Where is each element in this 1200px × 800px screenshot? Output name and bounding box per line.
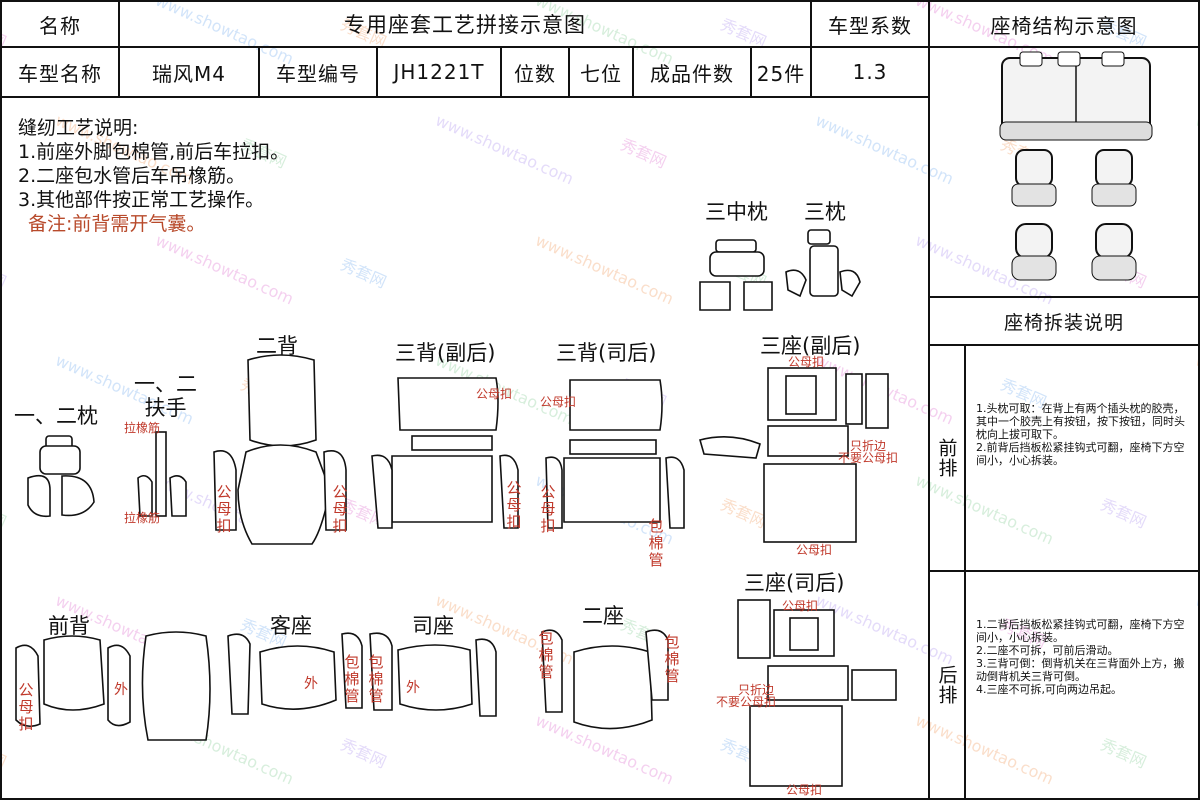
tag-nosnap-seat3d: 不要公母扣 [716, 695, 777, 709]
front-seat-rear-left-icon [1011, 223, 1057, 281]
driver-seat-pieces [397, 638, 497, 717]
tag-pull-elastic-bottom: 拉橡筋 [124, 511, 161, 525]
back-3-driver-pieces [545, 379, 685, 529]
structure-title-cell: 座椅结构示意图 [928, 0, 1200, 48]
tag-outer-driver: 外 [406, 680, 420, 696]
coef-label-cell: 车型系数 [810, 0, 930, 48]
model-label: 车型名称 [18, 61, 102, 86]
front-instruction-2: 2.前背后挡板松紧挂钩式可翻，座椅下方空间小，小心拆装。 [976, 441, 1185, 467]
label-headrest-3-mid: 三中枕 [705, 200, 768, 224]
tag-wrap-cotton-seat2-right: 包棉管 [664, 633, 680, 685]
tag-snap-seat3d-top: 公母扣 [782, 599, 819, 613]
tag-wrap-cotton-seat2-left: 包棉管 [538, 629, 554, 681]
rear-instruction-3: 3.三背可倒：倒背机关在三背面外上方，搬动倒背机关三背可倒。 [976, 657, 1185, 683]
disassembly-title-cell: 座椅拆装说明 [928, 296, 1200, 346]
pieces-value-cell: 25件 [750, 46, 812, 98]
tag-wrap-cotton-back3d: 包棉管 [648, 517, 664, 569]
tag-wrap-cotton-passenger-2: 包棉管 [368, 653, 384, 705]
front-row-label-cell: 前排 [928, 344, 966, 572]
label-seat-2: 二座 [582, 604, 624, 628]
label-back-3-driver: 三背(司后) [556, 341, 657, 365]
headrest-3-mid-pieces [699, 239, 773, 311]
seats-value: 七位 [580, 61, 622, 86]
front-back-pieces [15, 631, 211, 741]
pieces-label: 成品件数 [650, 61, 734, 86]
tag-snap-back2-left: 公母扣 [216, 483, 232, 535]
front-row-label: 前排 [935, 438, 958, 478]
rear-row-label-cell: 后排 [928, 570, 966, 800]
headrest-12-pieces [27, 435, 95, 518]
seat-3-driver-pieces [737, 599, 897, 787]
rear-row-text-cell [964, 570, 1200, 800]
label-back-2: 二背 [256, 334, 298, 358]
rear-row-instructions: 1.二背后挡板松紧挂钩式可翻，座椅下方空间小，小心拆装。 2.二座不可拆，可前后… [976, 618, 1188, 696]
note-remark: 备注:前背需开气囊。 [28, 213, 206, 235]
front-seat-rear-right-icon [1091, 223, 1137, 281]
coef-label: 车型系数 [828, 13, 912, 38]
note-line-1: 1.前座外脚包棉管,前后车拉扣。 [18, 141, 290, 163]
model-value: 瑞风M4 [152, 61, 226, 86]
passenger-seat-pieces [227, 632, 393, 715]
tag-pull-elastic-top: 拉橡筋 [124, 421, 161, 435]
tag-snap-seat3p-bottom: 公母扣 [796, 543, 833, 557]
label-passenger-seat: 客座 [270, 614, 312, 638]
label-headrest-12: 一、二枕 [14, 404, 98, 428]
seat-3-passenger-pieces [699, 367, 889, 543]
tag-snap-seat3d-bottom: 公母扣 [786, 783, 823, 797]
tag-snap-back3d-side: 公母扣 [540, 483, 556, 535]
pattern-pieces [15, 229, 897, 787]
label-driver-seat: 司座 [412, 614, 454, 638]
tag-fold-seat3d: 只折边 [738, 683, 775, 697]
tag-snap-back3p: 公母扣 [476, 387, 513, 401]
note-line-2: 2.二座包水管后车吊橡筋。 [18, 165, 246, 187]
seat-structure-diagram [999, 51, 1153, 281]
tag-snap-back3d: 公母扣 [540, 395, 577, 409]
disassembly-title: 座椅拆装说明 [1003, 311, 1124, 334]
page-title: 专用座套工艺拼接示意图 [344, 13, 586, 37]
label-seat-3-driver: 三座(司后) [744, 571, 845, 595]
note-line-3: 3.其他部件按正常工艺操作。 [18, 189, 265, 211]
front-seat-right-icon [1091, 149, 1137, 207]
front-row-instructions: 1.头枕可取：在背上有两个插头枕的胶壳，其中一个胶壳上有按钮，按下按钮，同时头枕… [976, 402, 1188, 467]
back-2-pieces [213, 354, 347, 545]
label-front-back: 前背 [48, 614, 90, 638]
pieces-value: 25件 [756, 61, 806, 86]
structure-title: 座椅结构示意图 [990, 13, 1138, 38]
tag-fold-seat3p: 只折边 [850, 439, 887, 453]
armrest-pieces [137, 431, 187, 517]
code-value: JH1221T [393, 60, 485, 84]
front-instruction-1: 1.头枕可取：在背上有两个插头枕的胶壳，其中一个胶壳上有按钮，按下按钮，同时头枕… [976, 402, 1185, 441]
tag-snap-seat3p-top: 公母扣 [788, 355, 825, 369]
tag-wrap-cotton-passenger-1: 包棉管 [344, 653, 360, 705]
headrest-3-pieces [785, 229, 861, 298]
tag-snap-back2-right: 公母扣 [332, 483, 348, 535]
front-seat-left-icon [1011, 149, 1057, 207]
tag-outer-frontback: 外 [114, 682, 128, 698]
tag-snap-back3p-side: 公母扣 [506, 479, 522, 531]
label-armrest-12: 一、二 扶手 [134, 372, 197, 420]
sewing-notes: 缝纫工艺说明: 1.前座外脚包棉管,前后车拉扣。 2.二座包水管后车吊橡筋。 3… [18, 116, 289, 236]
rear-instruction-1: 1.二背后挡板松紧挂钩式可翻，座椅下方空间小，小心拆装。 [976, 618, 1185, 644]
code-label-cell: 车型编号 [258, 46, 378, 98]
tag-nosnap-seat3p: 不要公母扣 [838, 451, 899, 465]
tag-outer-passenger: 外 [304, 676, 318, 692]
tag-snap-frontback: 公母扣 [18, 681, 34, 733]
seat-2-pieces [541, 629, 669, 730]
coef-value: 1.3 [852, 60, 888, 84]
rear-instruction-4: 4.三座不可拆,可向两边吊起。 [976, 683, 1122, 696]
label-seat-3-passenger: 三座(副后) [760, 334, 861, 358]
name-label: 名称 [39, 13, 81, 38]
seats-label: 位数 [514, 61, 556, 86]
notes-title: 缝纫工艺说明: [18, 117, 139, 139]
label-back-3-passenger: 三背(副后) [395, 341, 496, 365]
code-label: 车型编号 [276, 61, 360, 86]
rear-bench-icon [999, 51, 1153, 141]
label-headrest-3: 三枕 [804, 200, 846, 224]
rear-row-label: 后排 [935, 665, 958, 705]
rear-instruction-2: 2.二座不可拆，可前后滑动。 [976, 644, 1119, 657]
back-3-passenger-pieces [371, 377, 519, 529]
